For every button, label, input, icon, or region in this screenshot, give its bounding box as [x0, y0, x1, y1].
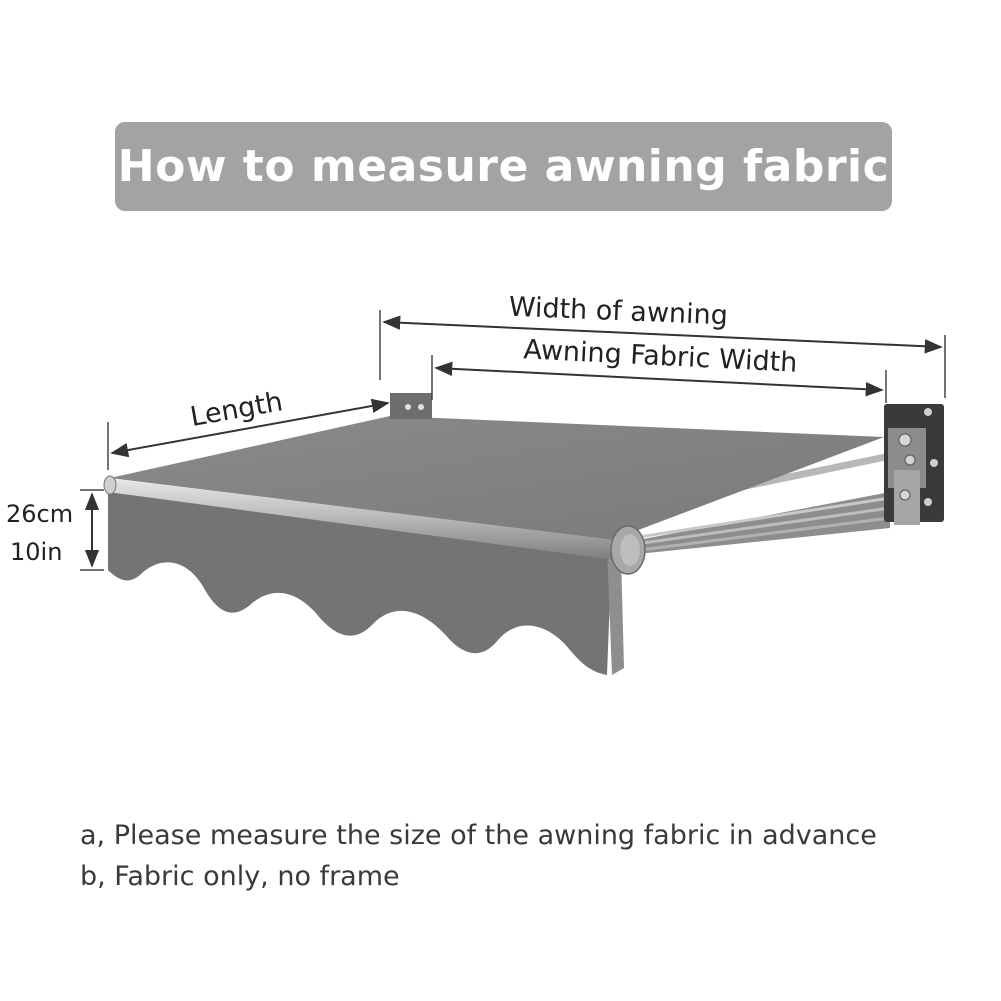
title-banner: How to measure awning fabric: [115, 122, 892, 211]
valance-in-label: 10in: [10, 538, 62, 566]
front-roller-bar: [103, 475, 646, 575]
length-label: Length: [188, 386, 285, 433]
note-measure-advance: a, Please measure the size of the awning…: [80, 820, 877, 851]
awning-fabric-width-label: Awning Fabric Width: [523, 334, 798, 378]
width-of-awning-dimension: Width of awning: [379, 292, 946, 398]
left-wall-bracket: [390, 393, 432, 419]
valance-height-dimension: 26cm 10in: [6, 489, 104, 571]
valance-cm-label: 26cm: [6, 500, 73, 528]
width-of-awning-label: Width of awning: [508, 292, 728, 332]
fabric-width-dimension: Awning Fabric Width: [431, 334, 887, 403]
right-wall-bracket: [884, 404, 944, 525]
note-fabric-only: b, Fabric only, no frame: [80, 861, 400, 892]
page-title: How to measure awning fabric: [117, 141, 890, 192]
